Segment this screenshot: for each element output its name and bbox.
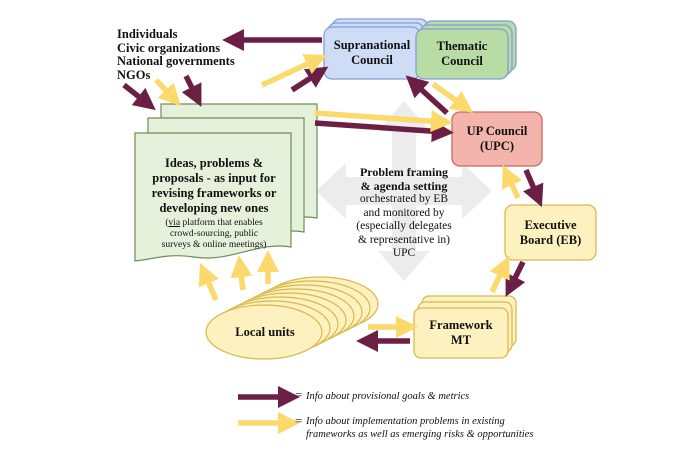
central-cross-shape — [316, 101, 492, 281]
ideas-line: Ideas, problems & — [164, 156, 264, 170]
arrow-thematic-to-upc-yellow — [431, 81, 474, 113]
ideas-subtext: (via platform that enables crowd-sourcin… — [140, 218, 288, 251]
legend-equals-2: = — [295, 413, 303, 428]
arrow-sources-to-ideas-1 — [122, 82, 156, 111]
upc-label: UP Council (UPC) — [452, 112, 542, 166]
center-text-block: Problem framing & agenda setting orchest… — [342, 165, 466, 261]
center-line-5: UPC — [392, 247, 416, 259]
thematic-line1: Thematic — [436, 39, 488, 53]
supranational-line1: Supranational — [333, 38, 411, 52]
source-item: Civic organizations — [117, 40, 221, 55]
supranational-line2: Council — [351, 53, 393, 67]
thematic-council-stack — [415, 20, 517, 80]
arrow-upc-to-supranational — [405, 75, 449, 116]
local-units-label: Local units — [210, 318, 320, 346]
ideas-sub-rest-2: crowd-sourcing, public — [169, 229, 259, 239]
center-line-2: and monitored by — [363, 206, 445, 219]
framework-stack — [413, 295, 517, 359]
thematic-council-label: Thematic Council — [416, 29, 508, 79]
eb-line1: Executive — [524, 217, 577, 232]
sources-list: Individuals Civic organizations National… — [117, 27, 235, 82]
ideas-sub-prefix: ( — [165, 218, 169, 228]
arrow-local-to-ideas-yellow-2 — [230, 255, 253, 291]
ideas-sub-underlined: via — [168, 218, 181, 228]
source-item: National governments — [117, 54, 235, 68]
arrow-framework-to-eb-yellow — [489, 256, 510, 294]
center-title-2: & agenda setting — [360, 178, 448, 193]
arrow-local-to-ideas-yellow-1 — [198, 262, 219, 302]
source-item: NGOs — [117, 67, 151, 82]
center-title-1: Problem framing — [359, 165, 449, 179]
center-line-1: orchestrated by EB — [359, 193, 449, 205]
legend-maroon-text: Info about provisional goals & metrics — [306, 391, 470, 402]
eb-box — [504, 204, 597, 261]
eb-line2: Board (EB) — [519, 232, 582, 247]
center-line-3: (especially delegates — [356, 220, 452, 232]
legend-yellow-text-line2: frameworks as well as emerging risks & o… — [306, 428, 534, 440]
local-units-stack — [205, 276, 379, 360]
arrow-sources-to-ideas-yellow — [154, 78, 181, 107]
legend-equals-1: = — [295, 387, 303, 402]
framework-label: Framework MT — [414, 308, 508, 358]
local-units-text: Local units — [235, 324, 295, 339]
arrow-sources-to-ideas-2 — [181, 74, 202, 107]
source-item: Individuals — [117, 27, 178, 41]
arrow-upc-to-eb — [523, 168, 544, 208]
thematic-line2: Council — [441, 54, 483, 68]
legend-yellow-text-line1: Info about implementation problems in ex… — [306, 416, 505, 427]
framework-line1: Framework — [429, 318, 493, 332]
upc-line1: UP Council — [466, 124, 528, 138]
eb-label: Executive Board (EB) — [505, 205, 596, 260]
yellow-arrows — [154, 54, 523, 338]
arrow-ideas-to-upc — [314, 120, 454, 143]
upc-line2: (UPC) — [479, 139, 514, 153]
ideas-sub-rest-1: platform that enables — [180, 218, 263, 228]
arrow-ideas-to-upc-yellow — [314, 110, 453, 133]
ideas-line: revising frameworks or — [151, 186, 277, 200]
center-line-4: & representative in) — [358, 233, 450, 246]
legend-arrows — [238, 386, 300, 434]
framework-line2: MT — [450, 333, 472, 347]
ideas-line: proposals - as input for — [152, 171, 276, 185]
supranational-council-stack — [323, 18, 429, 80]
arrow-sources-to-supranational — [290, 66, 329, 93]
arrow-eb-to-upc-yellow — [502, 165, 523, 200]
ideas-line: developing new ones — [159, 201, 269, 215]
legend-yellow-text: Info about implementation problems in ex… — [306, 416, 533, 441]
ideas-document-stack — [134, 103, 318, 262]
arrow-sources-to-supranational-yellow — [260, 54, 327, 88]
supranational-council-label: Supranational Council — [324, 27, 420, 79]
ideas-text-block: Ideas, problems & proposals - as input f… — [140, 156, 288, 251]
ideas-sub-rest-3: surveys & online meetings) — [161, 240, 267, 250]
maroon-arrows — [122, 29, 544, 352]
arrow-eb-to-framework — [505, 260, 526, 297]
